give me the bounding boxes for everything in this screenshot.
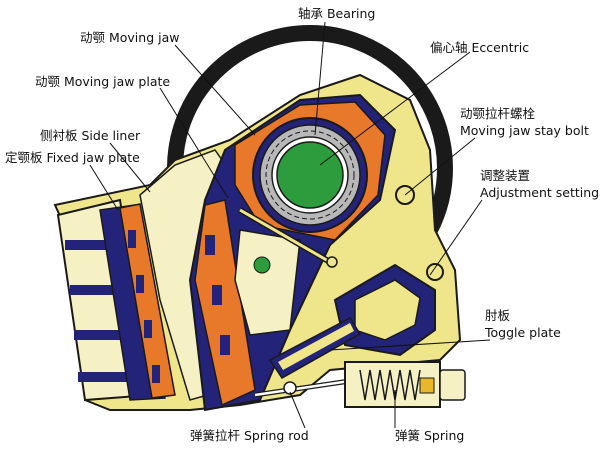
label-toggle-en: Toggle plate [484,325,561,340]
adjustment-setting [333,263,444,357]
label-adjustment-en: Adjustment setting [480,185,599,200]
label-stay-bolt-en: Moving jaw stay bolt [460,123,589,138]
toggle-plate [268,317,362,379]
bearing-assembly [252,117,368,233]
label-toggle-cn: 肘板 [485,308,511,323]
label-spring: 弹簧 Spring [395,428,464,443]
spring-housing [344,361,466,408]
label-bearing: 轴承 Bearing [298,6,375,21]
fixed-jaw-housing [56,198,176,402]
label-eccentric: 偏心轴 Eccentric [430,40,529,55]
label-spring-rod: 弹簧拉杆 Spring rod [190,428,309,443]
label-side-liner: 侧衬板 Side liner [40,128,141,143]
leader-lines [89,21,491,429]
label-moving-jaw: 动颚 Moving jaw [80,30,179,45]
label-stay-bolt-cn: 动颚拉杆螺栓 [460,106,536,121]
eccentric-shaft [276,141,344,209]
label-moving-jaw-plate: 动颚 Moving jaw plate [35,74,170,89]
label-adjustment-cn: 调整装置 [480,168,530,183]
label-fixed-jaw-plate: 定颚板 Fixed jaw plate [5,150,140,165]
stay-bolt [238,185,415,268]
